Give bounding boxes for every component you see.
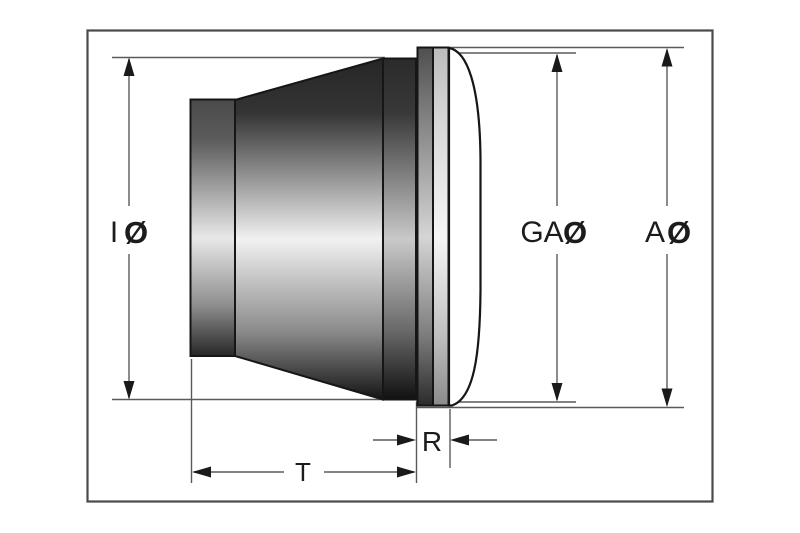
arrow-a-down <box>661 388 673 407</box>
rim-ring-dark <box>416 46 434 407</box>
extension-lines <box>112 46 684 483</box>
arrow-i-up <box>123 57 135 76</box>
diameter-symbol-i: Ø <box>124 215 148 250</box>
housing-rear-ring <box>382 57 417 401</box>
arrow-t-right <box>397 466 416 478</box>
housing-neck <box>189 98 236 357</box>
dimension-ga-diameter: GA Ø <box>520 53 587 402</box>
arrow-r-right <box>450 434 469 446</box>
arrow-ga-up <box>551 53 563 72</box>
diameter-symbol-a: Ø <box>667 215 691 250</box>
dimension-label-i: I <box>110 216 118 249</box>
dimension-label-ga: GA <box>520 216 563 249</box>
headlight-housing <box>189 57 417 401</box>
dimension-a-diameter: A Ø <box>645 48 691 407</box>
drawing-border <box>86 29 714 503</box>
dimension-t-depth: T <box>192 457 416 487</box>
dimension-label-t: T <box>295 457 311 487</box>
arrow-t-left <box>192 466 211 478</box>
arrow-i-down <box>123 381 135 400</box>
diameter-symbol-ga: Ø <box>563 215 587 250</box>
arrow-ga-down <box>551 383 563 402</box>
dimension-i-diameter: I Ø <box>110 57 148 400</box>
rim-ring-light <box>432 46 450 407</box>
dimension-r-rim: R <box>373 426 497 457</box>
lens-glass <box>447 46 482 407</box>
rim-and-lens <box>416 46 482 407</box>
dimension-label-a: A <box>645 216 665 249</box>
arrow-r-left <box>397 434 416 446</box>
dimension-label-r: R <box>422 426 442 457</box>
housing-cone <box>234 57 384 401</box>
arrow-a-up <box>661 48 673 67</box>
